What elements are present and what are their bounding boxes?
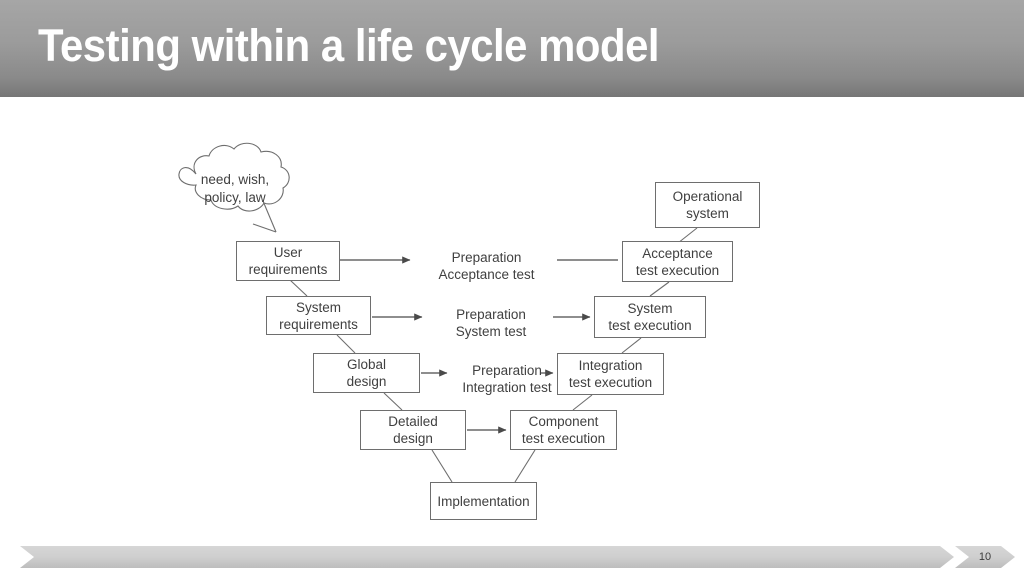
node-integration-test-execution-line1: Integration (578, 358, 643, 373)
node-acceptance-test-execution-line1: Acceptance (642, 245, 713, 261)
node-implementation-line1: Implementation (437, 493, 530, 509)
diagram-connectors (178, 142, 698, 483)
slide-header-band: Testing within a life cycle model (0, 0, 1024, 97)
node-user-requirements-line1: User (273, 245, 303, 260)
node-operational-system-line1: Operational (672, 189, 743, 204)
left-branch-links (289, 279, 453, 483)
node-detailed-design-line1: Detailed (388, 414, 438, 429)
cloud-label-line2: policy, law (204, 190, 266, 205)
node-implementation[interactable]: Implementation (430, 482, 537, 520)
node-integration-test-execution-line2: test execution (568, 375, 653, 390)
node-detailed-design[interactable]: Detailed design (360, 410, 466, 450)
node-integration-test-execution[interactable]: Integration test execution (557, 353, 664, 395)
cloud-shape (178, 142, 290, 233)
label-preparation-integration-test-line2: Integration test (462, 380, 552, 395)
label-preparation-system-test: Preparation System test (426, 306, 556, 340)
node-system-requirements-line1: System (295, 299, 341, 315)
right-branch-links (572, 227, 698, 411)
node-operational-system[interactable]: Operational system (655, 182, 760, 228)
page-title: Testing within a life cycle model (38, 20, 660, 71)
label-preparation-system-test-line1: Preparation (456, 307, 526, 322)
node-component-test-execution[interactable]: Component test execution (510, 410, 617, 450)
node-detailed-design-line2: design (393, 431, 433, 446)
label-preparation-acceptance-test-line1: Preparation (451, 250, 522, 265)
node-acceptance-test-execution[interactable]: Acceptance test execution (622, 241, 733, 282)
footer-bar (20, 546, 954, 568)
label-preparation-system-test-line2: System test (455, 324, 527, 339)
page-number-badge: 10 (955, 546, 1015, 568)
node-user-requirements[interactable]: User requirements (236, 241, 340, 281)
node-system-requirements-line2: requirements (279, 316, 358, 332)
page-number-text: 10 (978, 551, 992, 563)
label-preparation-integration-test-line1: Preparation (472, 363, 542, 378)
node-operational-system-line2: system (686, 206, 729, 221)
node-component-test-execution-line1: Component (528, 414, 599, 429)
node-system-test-execution[interactable]: System test execution (594, 296, 706, 338)
node-global-design-line1: Global (346, 357, 387, 372)
node-global-design-line2: design (346, 374, 387, 389)
node-system-test-execution-line2: test execution (608, 318, 692, 333)
cloud-label-line1: need, wish, (200, 172, 270, 187)
node-component-test-execution-line2: test execution (521, 431, 606, 446)
node-global-design[interactable]: Global design (313, 353, 420, 393)
label-preparation-acceptance-test-line2: Acceptance test (438, 267, 535, 282)
label-preparation-integration-test: Preparation Integration test (433, 362, 581, 396)
cloud-label: need, wish, policy, law (186, 171, 284, 207)
node-user-requirements-line2: requirements (248, 262, 328, 277)
life-cycle-diagram: need, wish, policy, law User requirement… (0, 97, 1024, 527)
flow-arrows (340, 256, 618, 434)
node-system-test-execution-line1: System (627, 301, 673, 316)
node-system-requirements[interactable]: System requirements (266, 296, 371, 335)
node-acceptance-test-execution-line2: test execution (635, 262, 720, 278)
label-preparation-acceptance-test: Preparation Acceptance test (414, 249, 559, 283)
implementation-links (514, 449, 536, 483)
